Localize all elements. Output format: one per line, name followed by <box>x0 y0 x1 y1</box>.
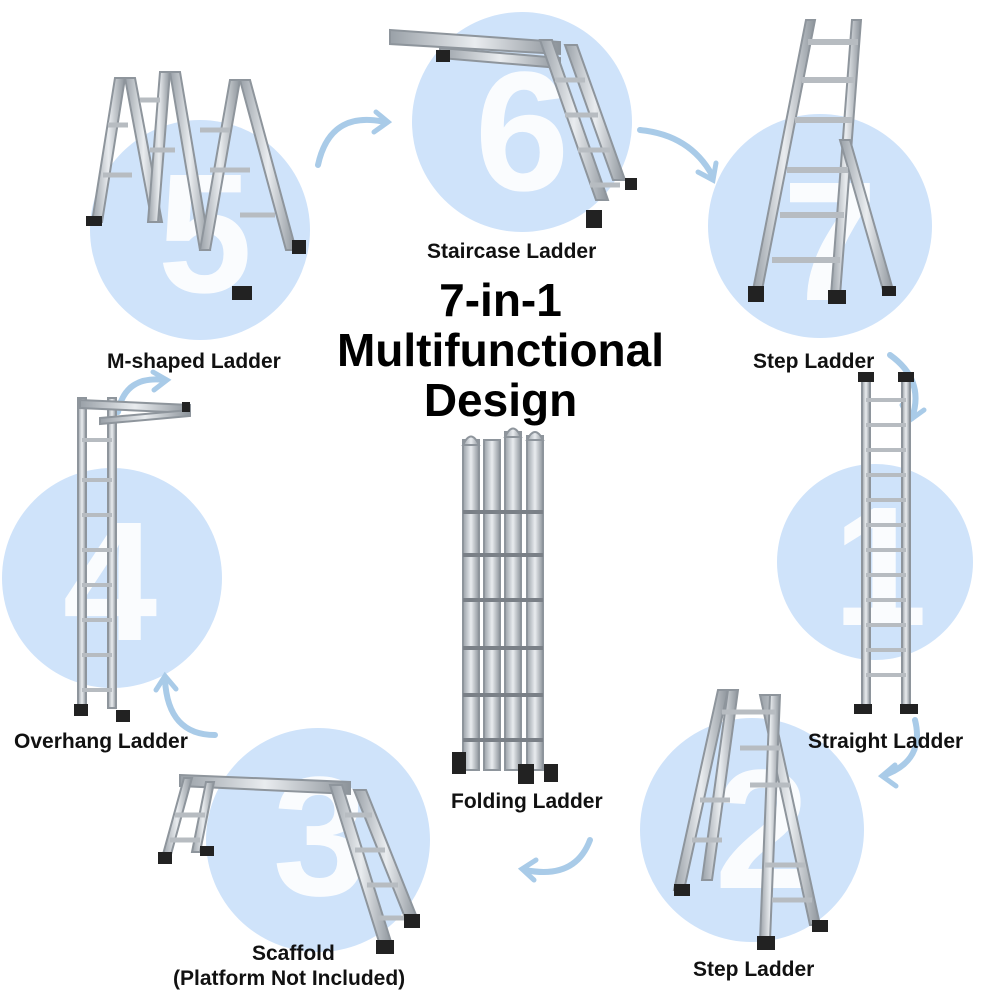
ladder-folding-graphic <box>452 427 558 784</box>
arrow-icon <box>877 762 899 789</box>
arrow-icon <box>695 160 719 184</box>
ladder-scaffold-graphic <box>158 773 420 954</box>
ladder-step-bottom-graphic <box>672 689 828 950</box>
circle-1 <box>777 464 973 660</box>
arrow-icon <box>637 127 715 178</box>
arrow-icon <box>153 671 179 693</box>
arrow-icon <box>517 857 539 883</box>
title-line-1: 7-in-1 <box>439 274 562 326</box>
ladder-staircase-graphic <box>389 28 637 228</box>
arrow-icon <box>150 369 172 393</box>
title-line-3: Design <box>423 374 578 426</box>
label-m-shaped-ladder: M-shaped Ladder <box>107 350 281 373</box>
ladder-straight-graphic <box>854 372 918 714</box>
numeral-1: 1 <box>833 472 928 662</box>
label-folding-ladder: Folding Ladder <box>451 790 603 813</box>
label-scaffold-note: (Platform Not Included) <box>173 967 406 990</box>
arrow-icon <box>315 116 388 168</box>
arrow-icon <box>882 717 920 778</box>
label-staircase-ladder: Staircase Ladder <box>427 240 597 263</box>
arrow-icon <box>371 109 393 135</box>
arrow-icon <box>522 837 593 875</box>
label-straight-ladder: Straight Ladder <box>808 730 964 753</box>
label-scaffold: Scaffold <box>252 942 335 965</box>
label-step-ladder-top: Step Ladder <box>753 350 875 373</box>
ladder-m-shaped-graphic <box>86 71 306 300</box>
label-overhang-ladder: Overhang Ladder <box>14 730 188 753</box>
title-line-2: Multifunctional <box>336 324 665 376</box>
ladder-step-top-graphic <box>748 19 896 304</box>
label-step-ladder-bottom: Step Ladder <box>693 958 815 981</box>
arrow-icon <box>162 677 218 738</box>
ladder-overhang-graphic <box>74 397 191 722</box>
arrow-icon <box>887 352 919 421</box>
